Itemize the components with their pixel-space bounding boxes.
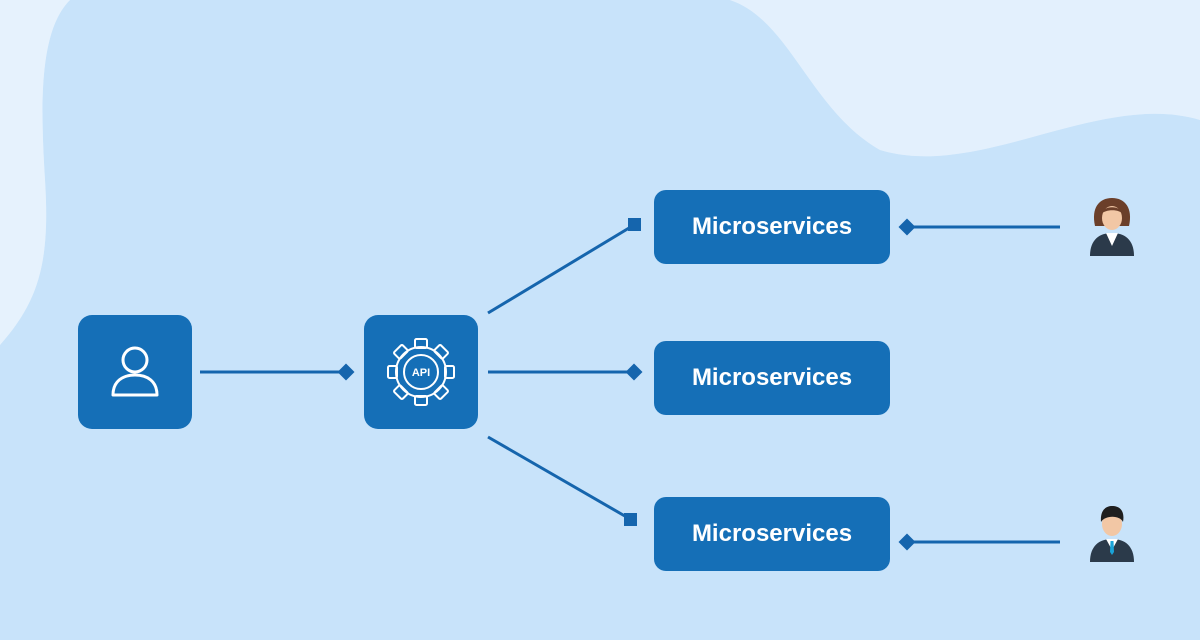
api-gateway-tile[interactable]: API: [364, 315, 478, 429]
man-avatar-icon: [1090, 506, 1134, 562]
square-marker: [628, 218, 641, 231]
diamond-marker: [898, 533, 916, 551]
client-tile[interactable]: [78, 315, 192, 429]
background-blob-light: [0, 0, 70, 345]
microservice-box-middle[interactable]: Microservices: [654, 341, 890, 415]
diamond-marker: [337, 363, 355, 381]
microservice-label: Microservices: [691, 520, 853, 547]
connector-api-to-ms-bot: [487, 435, 631, 521]
api-gear-icon: API: [387, 338, 455, 406]
gear-tooth: [433, 344, 449, 360]
diamond-marker: [625, 363, 643, 381]
diamond-marker: [898, 218, 916, 236]
microservice-box-top[interactable]: Microservices: [654, 190, 890, 264]
woman-avatar-icon: [1090, 198, 1134, 256]
gear-tooth: [393, 344, 409, 360]
square-marker: [624, 513, 637, 526]
connector-api-to-ms-top: [487, 223, 635, 315]
gear-tooth: [393, 384, 409, 400]
api-label: API: [412, 367, 430, 379]
background-blob-light-right: [730, 0, 1200, 157]
microservice-box-bottom[interactable]: Microservices: [654, 497, 890, 571]
gear-tooth: [433, 384, 449, 400]
microservice-label: Microservices: [691, 364, 853, 391]
user-outline-icon: [111, 346, 159, 397]
microservice-label: Microservices: [691, 213, 853, 240]
